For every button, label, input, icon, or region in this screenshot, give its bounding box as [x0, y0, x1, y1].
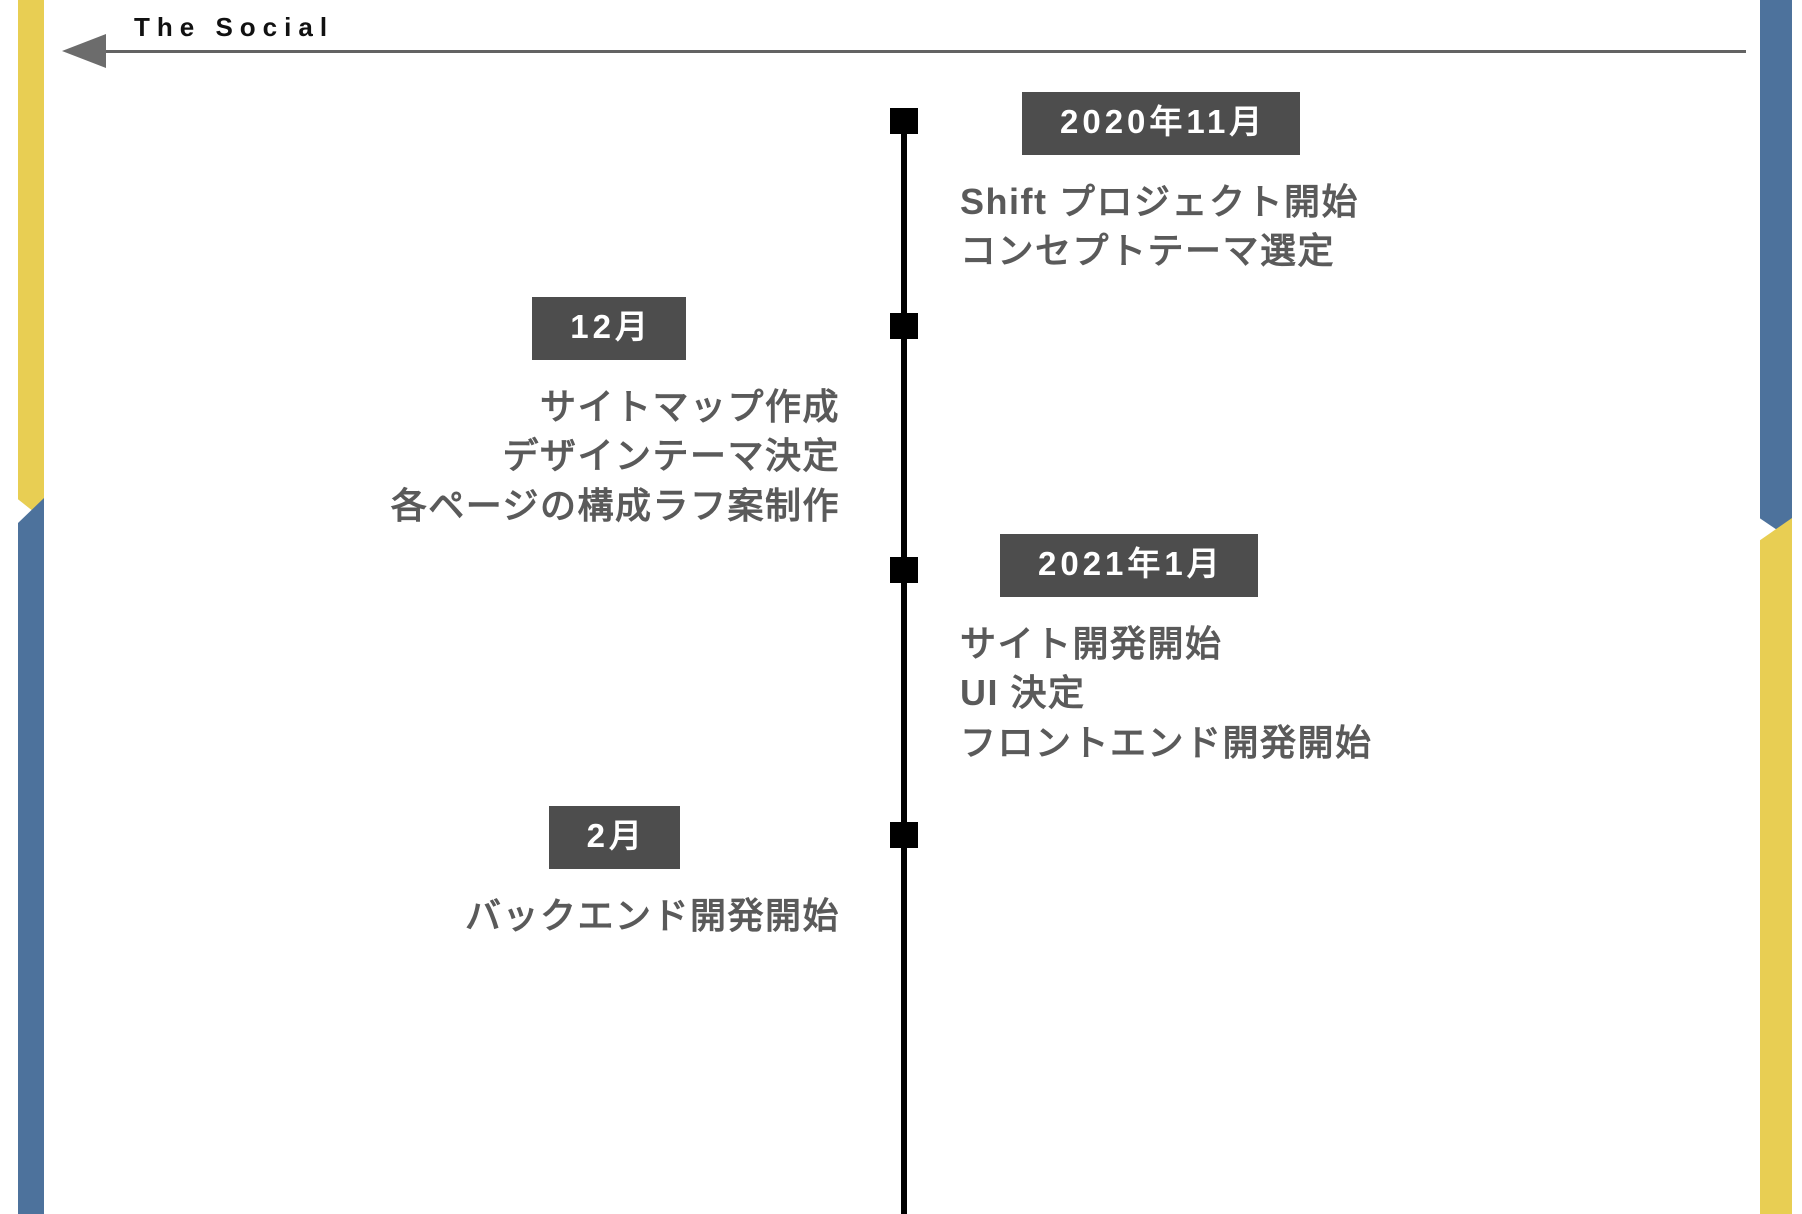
milestone-description-line: サイトマップ作成	[539, 385, 840, 427]
milestone-description: サイト開発開始 UI 決定 フロントエンド開発開始	[960, 619, 1600, 768]
right-edge-yellow-bar	[1760, 518, 1792, 1214]
badge-wrap: 2021年1月	[960, 534, 1600, 597]
right-edge-decoration	[1760, 0, 1792, 1214]
left-arrow-icon	[62, 34, 106, 68]
milestone-2021-02: 2月 バックエンド開発開始	[200, 806, 840, 940]
milestone-date-badge: 2020年11月	[1022, 92, 1301, 155]
right-edge-blue-bar	[1760, 0, 1792, 540]
timeline-node	[890, 313, 918, 339]
milestone-date-badge: 12月	[532, 297, 686, 360]
milestone-description-line: 各ページの構成ラフ案制作	[390, 484, 840, 526]
milestone-2020-11: 2020年11月 Shift プロジェクト開始 コンセプトテーマ選定	[960, 92, 1600, 276]
milestone-description-line: UI 決定	[960, 672, 1086, 714]
milestone-2021-01: 2021年1月 サイト開発開始 UI 決定 フロントエンド開発開始	[960, 534, 1600, 768]
milestone-description-line: バックエンド開発開始	[464, 894, 840, 936]
milestone-2020-12: 12月 サイトマップ作成 デザインテーマ決定 各ページの構成ラフ案制作	[200, 297, 840, 531]
timeline-node	[890, 557, 918, 583]
milestone-date-badge: 2月	[548, 806, 680, 869]
left-edge-decoration	[18, 0, 44, 1214]
milestone-description-line: フロントエンド開発開始	[960, 721, 1373, 763]
milestone-description-line: デザインテーマ決定	[502, 435, 840, 477]
milestone-date-badge: 2021年1月	[1000, 534, 1258, 597]
left-edge-blue-bar	[18, 498, 44, 1214]
page-title: The Social	[134, 12, 335, 42]
timeline-spine	[901, 118, 907, 1214]
milestone-description-line: コンセプトテーマ選定	[960, 230, 1336, 272]
badge-wrap: 2月	[200, 806, 840, 869]
milestone-description: バックエンド開発開始	[200, 891, 840, 941]
timeline-node	[890, 822, 918, 848]
milestone-description: Shift プロジェクト開始 コンセプトテーマ選定	[960, 177, 1600, 276]
milestone-description-line: サイト開発開始	[960, 622, 1223, 664]
milestone-description-line: Shift プロジェクト開始	[960, 180, 1359, 222]
badge-wrap: 12月	[200, 297, 840, 360]
badge-wrap: 2020年11月	[960, 92, 1600, 155]
milestone-description: サイトマップ作成 デザインテーマ決定 各ページの構成ラフ案制作	[200, 382, 840, 531]
timeline-node	[890, 108, 918, 134]
header-divider	[100, 50, 1746, 53]
left-edge-yellow-bar	[18, 0, 44, 520]
